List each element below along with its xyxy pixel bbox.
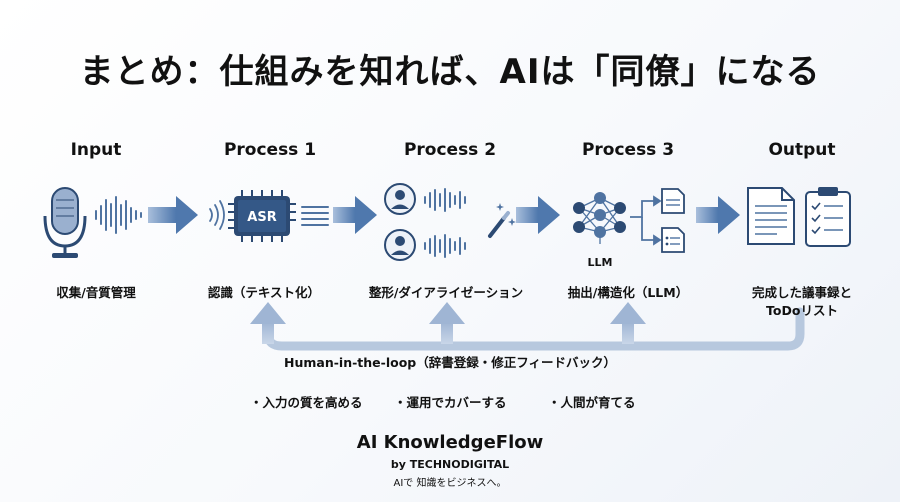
feedback-arrow-process-1: [250, 302, 286, 344]
speaker-avatar-icon: [384, 229, 416, 261]
stage-label-output: 完成した議事録と ToDoリスト: [712, 284, 892, 320]
feedback-loop-label: Human-in-the-loop（辞書登録・修正フィードバック）: [284, 355, 616, 370]
neural-network-icon: [573, 192, 626, 244]
microphone-icon: [43, 187, 87, 258]
flow-arrow-1: [148, 196, 198, 234]
stage-label-output-line-1: 完成した議事録と: [751, 285, 852, 300]
stage-title-process-2: Process 2: [403, 140, 497, 160]
bullet-item: ・入力の質を高める: [250, 395, 363, 410]
asr-chip-label: ASR: [247, 210, 276, 225]
bullet-item: ・運用でカバーする: [394, 395, 507, 410]
stage-label-process-2: 整形/ダイアライゼーション: [368, 285, 524, 300]
stage-label-process-3: 抽出/構造化（LLM）: [567, 285, 689, 300]
stage-title-process-1: Process 1: [223, 140, 317, 160]
stage-title-process-3: Process 3: [581, 140, 675, 160]
flow-arrow-4: [696, 196, 740, 234]
sound-wave-icon: [424, 188, 466, 258]
stage-label-output-line-2: ToDoリスト: [766, 303, 838, 318]
flow-arrow-2: [333, 196, 377, 234]
stage-title-output: Output: [768, 140, 836, 160]
branch-connector: [630, 195, 662, 246]
feedback-arrow-process-2: [429, 302, 465, 344]
stage-label-input: 収集/音質管理: [56, 285, 136, 300]
stage-label-process-1: 認識（テキスト化）: [207, 285, 321, 300]
clipboard-checklist-icon: [805, 187, 851, 247]
brand-name: AI KnowledgeFlow: [356, 432, 544, 453]
flow-arrow-3: [516, 196, 560, 234]
asr-chip-icon: ASR: [228, 190, 296, 242]
page-title: まとめ：仕組みを知れば、AIは「同僚」になる: [79, 52, 821, 92]
speaker-avatar-icon: [384, 183, 416, 215]
llm-label: LLM: [588, 256, 613, 269]
feedback-arrow-process-3: [610, 302, 646, 344]
stage-title-input: Input: [70, 140, 122, 160]
signal-arcs-icon: [209, 200, 225, 230]
bullet-item: ・人間が育てる: [548, 395, 636, 410]
sound-wave-icon: [95, 196, 142, 234]
list-document-icon: [661, 227, 685, 253]
document-icon: [661, 188, 685, 214]
text-lines-icon: [301, 206, 329, 226]
meeting-minutes-document-icon: [747, 187, 795, 245]
brand-byline: by TECHNODIGITAL: [390, 458, 510, 471]
magic-wand-icon: [488, 203, 516, 238]
brand-tagline: AIで 知識をビジネスへ。: [393, 478, 507, 489]
